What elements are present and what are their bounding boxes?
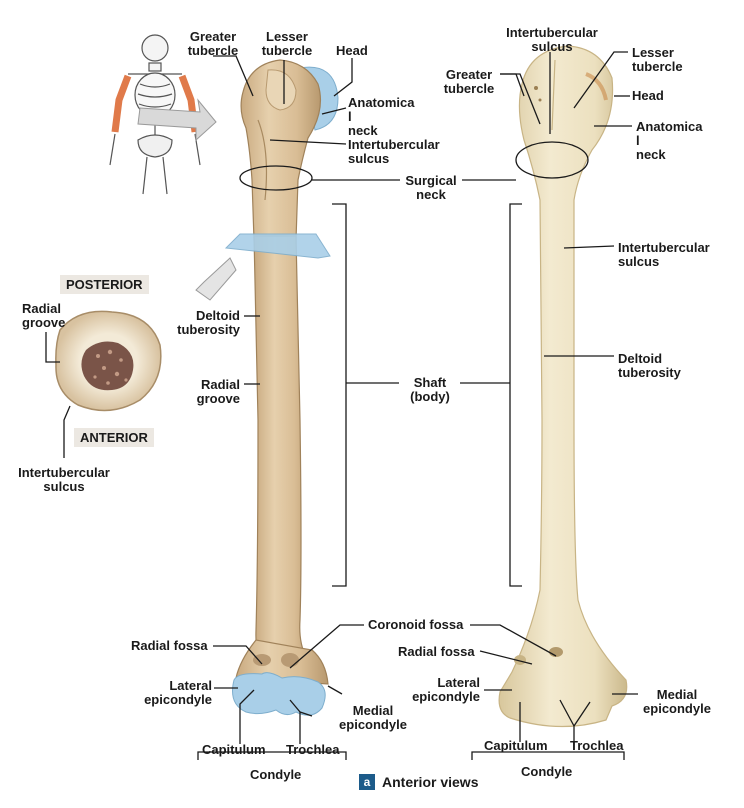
ill-greater-tubercle-label: Greater tubercle <box>187 29 239 58</box>
ill-medial-epicondyle-label: Medial epicondyle <box>339 703 407 732</box>
ill-trochlea-label: Trochlea <box>286 742 340 757</box>
photo-head-label: Head <box>632 88 664 103</box>
cs-intertubercular-sulcus-label: Intertubercular sulcus <box>18 465 110 494</box>
surgical-neck-label: Surgical neck <box>405 173 457 202</box>
photo-intertubercular-sulcus-label: Intertubercular sulcus <box>618 240 710 269</box>
photo-condyle-label: Condyle <box>521 764 573 779</box>
ill-head-label: Head <box>336 43 368 58</box>
cross-section-leaders <box>45 332 71 458</box>
cross-section <box>55 310 162 412</box>
ill-lateral-epicondyle-label: Lateral epicondyle <box>144 678 212 707</box>
arrow-icon <box>137 98 217 142</box>
ill-radial-fossa-label: Radial fossa <box>131 638 208 653</box>
ill-anatomical-neck-label: Anatomica l neck <box>348 95 415 138</box>
cs-radial-groove-label: Radial groove <box>22 301 66 330</box>
anterior-tag: ANTERIOR <box>74 428 154 447</box>
photo-lateral-epicondyle-label: Lateral epicondyle <box>412 675 480 704</box>
photo-intertubercular-sulcus-top-label: Intertubercular sulcus <box>506 25 598 54</box>
photo-medial-epicondyle-label: Medial epicondyle <box>643 687 711 716</box>
coronoid-fossa-label: Coronoid fossa <box>368 617 464 632</box>
photo-lesser-tubercle-label: Lesser tubercle <box>632 45 683 74</box>
ill-radial-groove-label: Radial groove <box>196 377 240 406</box>
panel-caption: Anterior views <box>382 774 479 790</box>
ill-deltoid-tuberosity-label: Deltoid tuberosity <box>177 308 240 337</box>
panel-badge: a <box>359 774 375 790</box>
illustrated-humerus <box>195 59 339 716</box>
photo-humerus <box>498 45 628 728</box>
skeleton-icon <box>109 34 201 195</box>
photo-greater-tubercle-label: Greater tubercle <box>443 67 495 96</box>
shaft-label: Shaft (body) <box>410 375 450 404</box>
posterior-tag: POSTERIOR <box>60 275 149 294</box>
ill-condyle-label: Condyle <box>250 767 302 782</box>
ill-intertubercular-sulcus-label: Intertubercular sulcus <box>348 137 440 166</box>
ill-lesser-tubercle-label: Lesser tubercle <box>261 29 313 58</box>
photo-anatomical-neck-label: Anatomica l neck <box>636 119 703 162</box>
photo-capitulum-label: Capitulum <box>484 738 548 753</box>
photo-deltoid-tuberosity-label: Deltoid tuberosity <box>618 351 681 380</box>
photo-trochlea-label: Trochlea <box>570 738 624 753</box>
leader-lines <box>197 51 638 760</box>
photo-radial-fossa-label: Radial fossa <box>398 644 475 659</box>
ill-capitulum-label: Capitulum <box>202 742 266 757</box>
